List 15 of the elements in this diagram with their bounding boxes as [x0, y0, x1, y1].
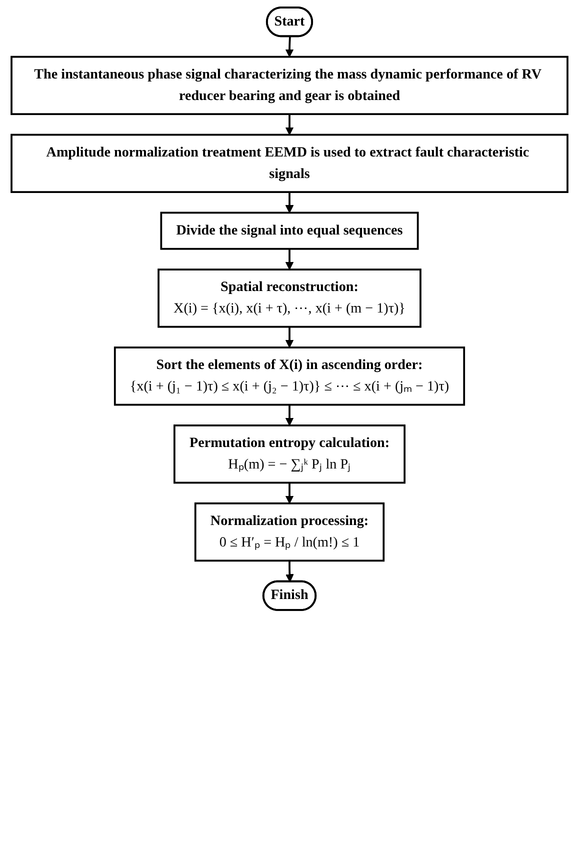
node-box: Sort the elements of X(i) in ascending order: {x(i + (j₁ − 1)τ) ≤ x(i + (j₂ − 1)τ)} ≤ ⋯ ≤ x(i + (jₘ − 1)τ) [114, 346, 466, 406]
node-box: The instantaneous phase signal characterizing the mass dynamic performance of RV reducer bearing and gear is obtained [10, 56, 568, 116]
arrow [286, 560, 294, 582]
node-box: Normalization processing: 0 ≤ H′ₚ = Hₚ / ln(m!) ≤ 1 [194, 502, 385, 562]
node-box: Amplitude normalization treatment EEMD is used to extract fault characteristic signals [10, 134, 568, 193]
arrow [285, 248, 294, 270]
arrow [285, 482, 294, 504]
arrow [285, 404, 294, 426]
arrow [285, 326, 294, 348]
node-box: Divide the signal into equal sequences [160, 212, 419, 250]
arrow [285, 36, 294, 58]
node-box: Spatial reconstruction: X(i) = {x(i), x(i + τ), ⋯, x(i + (m − 1)τ)} [158, 268, 422, 328]
arrow [285, 114, 294, 136]
arrow [285, 192, 294, 214]
node-box: Permutation entropy calculation: Hₚ(m) = − ∑ⱼᵏ Pⱼ ln Pⱼ [174, 424, 406, 484]
